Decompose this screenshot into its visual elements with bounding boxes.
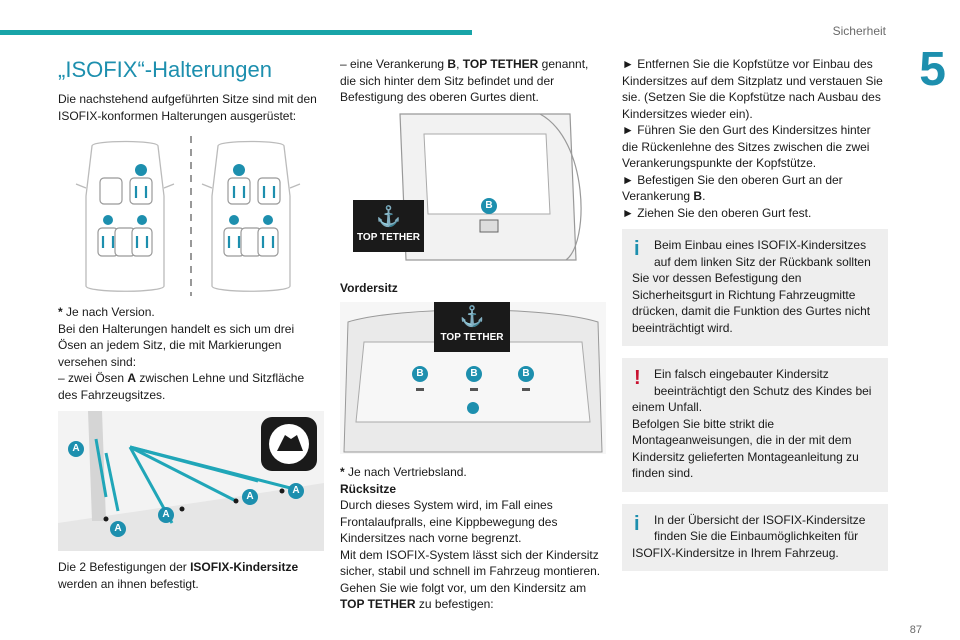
intro-text: Die nachstehend aufgeführten Sitze sind …	[58, 92, 317, 123]
rear-text-2: Mit dem ISOFIX-System lässt sich der Kin…	[340, 547, 601, 579]
step-3: ► Befestigen Sie den oberen Gurt an der …	[622, 172, 843, 204]
front-seat-heading: Vordersitz	[340, 280, 398, 295]
chapter-number: 5	[919, 43, 946, 96]
rear-seats-heading: Rücksitze	[340, 481, 397, 496]
info-icon: i	[634, 512, 640, 535]
info-box-left-seat: i Beim Einbau eines ISOFIX-Kindersitzes …	[622, 229, 888, 346]
isofix-seats-diagram	[58, 136, 324, 296]
anchor-icon: ⚓	[459, 306, 485, 328]
footnote-country: Je nach Vertriebsland.	[344, 465, 467, 479]
page-title: „ISOFIX“-Halterungen	[58, 57, 272, 82]
page-number: 87	[909, 623, 922, 636]
rear-text-1: Durch dieses System wird, im Fall eines …	[340, 498, 558, 545]
footnote-version: Je nach Version.	[62, 305, 155, 319]
step-1: ► Entfernen Sie die Kopfstütze vor Einba…	[622, 57, 883, 121]
anchor-item-a: – zwei Ösen A zwischen Lehne und Sitzflä…	[58, 371, 305, 402]
marker-b-front-1: B	[412, 366, 428, 382]
anchor-item-b: – eine Verankerung B, TOP TETHER genannt…	[340, 57, 589, 104]
top-tether-badge: ⚓ TOP TETHER	[353, 199, 424, 252]
marker-a-5: A	[288, 483, 304, 499]
column-2: – eine Verankerung B, TOP TETHER genannt…	[340, 56, 606, 613]
isofix-seat-icon: ⚓	[376, 205, 401, 228]
info-icon: i	[634, 238, 640, 260]
column-3: ► Entfernen Sie die Kopfstütze vor Einba…	[622, 56, 888, 583]
anchor-caption: Die 2 Befestigungen der ISOFIX-Kindersit…	[58, 560, 299, 591]
warning-box: ! Ein falsch eingebauter Kindersitz beei…	[622, 358, 888, 492]
warning-icon: !	[634, 367, 641, 389]
info-box-overview: i In der Übersicht der ISOFIX-Kindersitz…	[622, 503, 888, 571]
marker-b-front-2: B	[466, 366, 482, 382]
isofix-anchor-photo: A A A A A	[58, 411, 324, 551]
marker-a-2: A	[110, 521, 126, 537]
chapter-tab	[897, 36, 960, 124]
footnote-star: *	[58, 305, 63, 319]
rear-text-3: Gehen Sie wie folgt vor, um den Kindersi…	[340, 580, 587, 612]
marker-a-1: A	[68, 441, 84, 457]
section-name: Sicherheit	[832, 24, 886, 38]
marker-b-front-3: B	[518, 366, 534, 382]
top-tether-front-photo: ⚓ TOP TETHER B B B	[340, 302, 606, 454]
top-tether-badge-front: ⚓ TOP TETHER	[434, 302, 510, 352]
anchor-description: Bei den Halterungen handelt es sich um d…	[58, 321, 295, 369]
top-tether-rear-photo: ⚓ TOP TETHER B	[340, 109, 606, 268]
step-2: ► Führen Sie den Gurt des Kindersitzes h…	[622, 123, 871, 170]
footnote-star-2: *	[340, 465, 345, 479]
marker-b-rear: B	[481, 197, 497, 214]
marker-a-4: A	[242, 489, 258, 505]
header-bar	[0, 30, 472, 35]
marker-a-3: A	[158, 507, 174, 523]
step-4: ► Ziehen Sie den oberen Gurt fest.	[622, 205, 812, 220]
column-1: „ISOFIX“-Halterungen Die nachstehend auf…	[58, 56, 324, 592]
